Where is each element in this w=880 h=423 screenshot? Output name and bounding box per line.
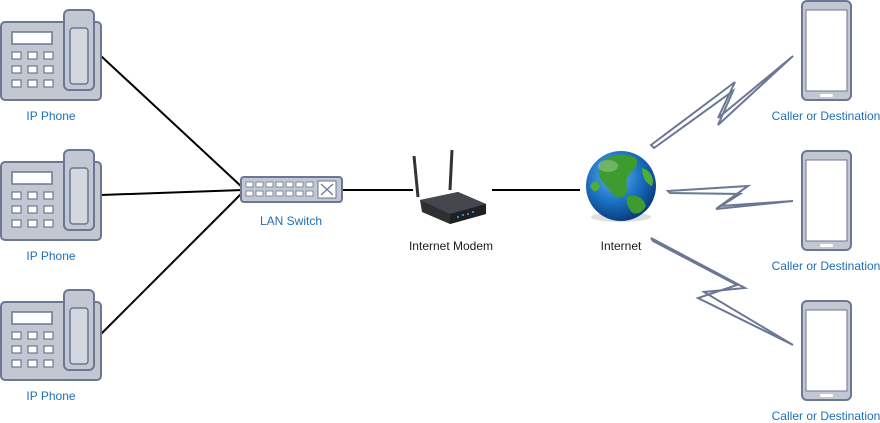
mobile-phone-icon-1 xyxy=(801,0,852,101)
destination-label-1: Caller or Destination xyxy=(771,109,880,123)
destination-label-3: Caller or Destination xyxy=(771,409,880,423)
wireless-links xyxy=(649,55,794,346)
connection-lines xyxy=(100,55,580,335)
mobile-phone-icon-2 xyxy=(801,150,852,251)
lan-switch-label: LAN Switch xyxy=(259,214,323,228)
lan-switch-icon xyxy=(240,176,343,203)
ip-phone-label-1: IP Phone xyxy=(26,109,76,123)
ip-phone-icon-1 xyxy=(0,9,102,101)
ip-phone-icon-2 xyxy=(0,149,102,241)
wireless-link-3 xyxy=(650,237,794,346)
internet-label: Internet xyxy=(600,239,642,253)
internet-globe-icon xyxy=(586,151,656,222)
wireless-link-1 xyxy=(649,55,794,150)
ip-phone-icon-3 xyxy=(0,289,102,381)
ip-phone-label-3: IP Phone xyxy=(26,389,76,403)
ip-phone-label-2: IP Phone xyxy=(26,249,76,263)
internet-modem-label: Internet Modem xyxy=(408,239,494,253)
wireless-link-2 xyxy=(665,184,794,210)
destination-label-2: Caller or Destination xyxy=(771,259,880,273)
mobile-phone-icon-3 xyxy=(801,300,852,401)
internet-modem-icon xyxy=(412,149,486,224)
